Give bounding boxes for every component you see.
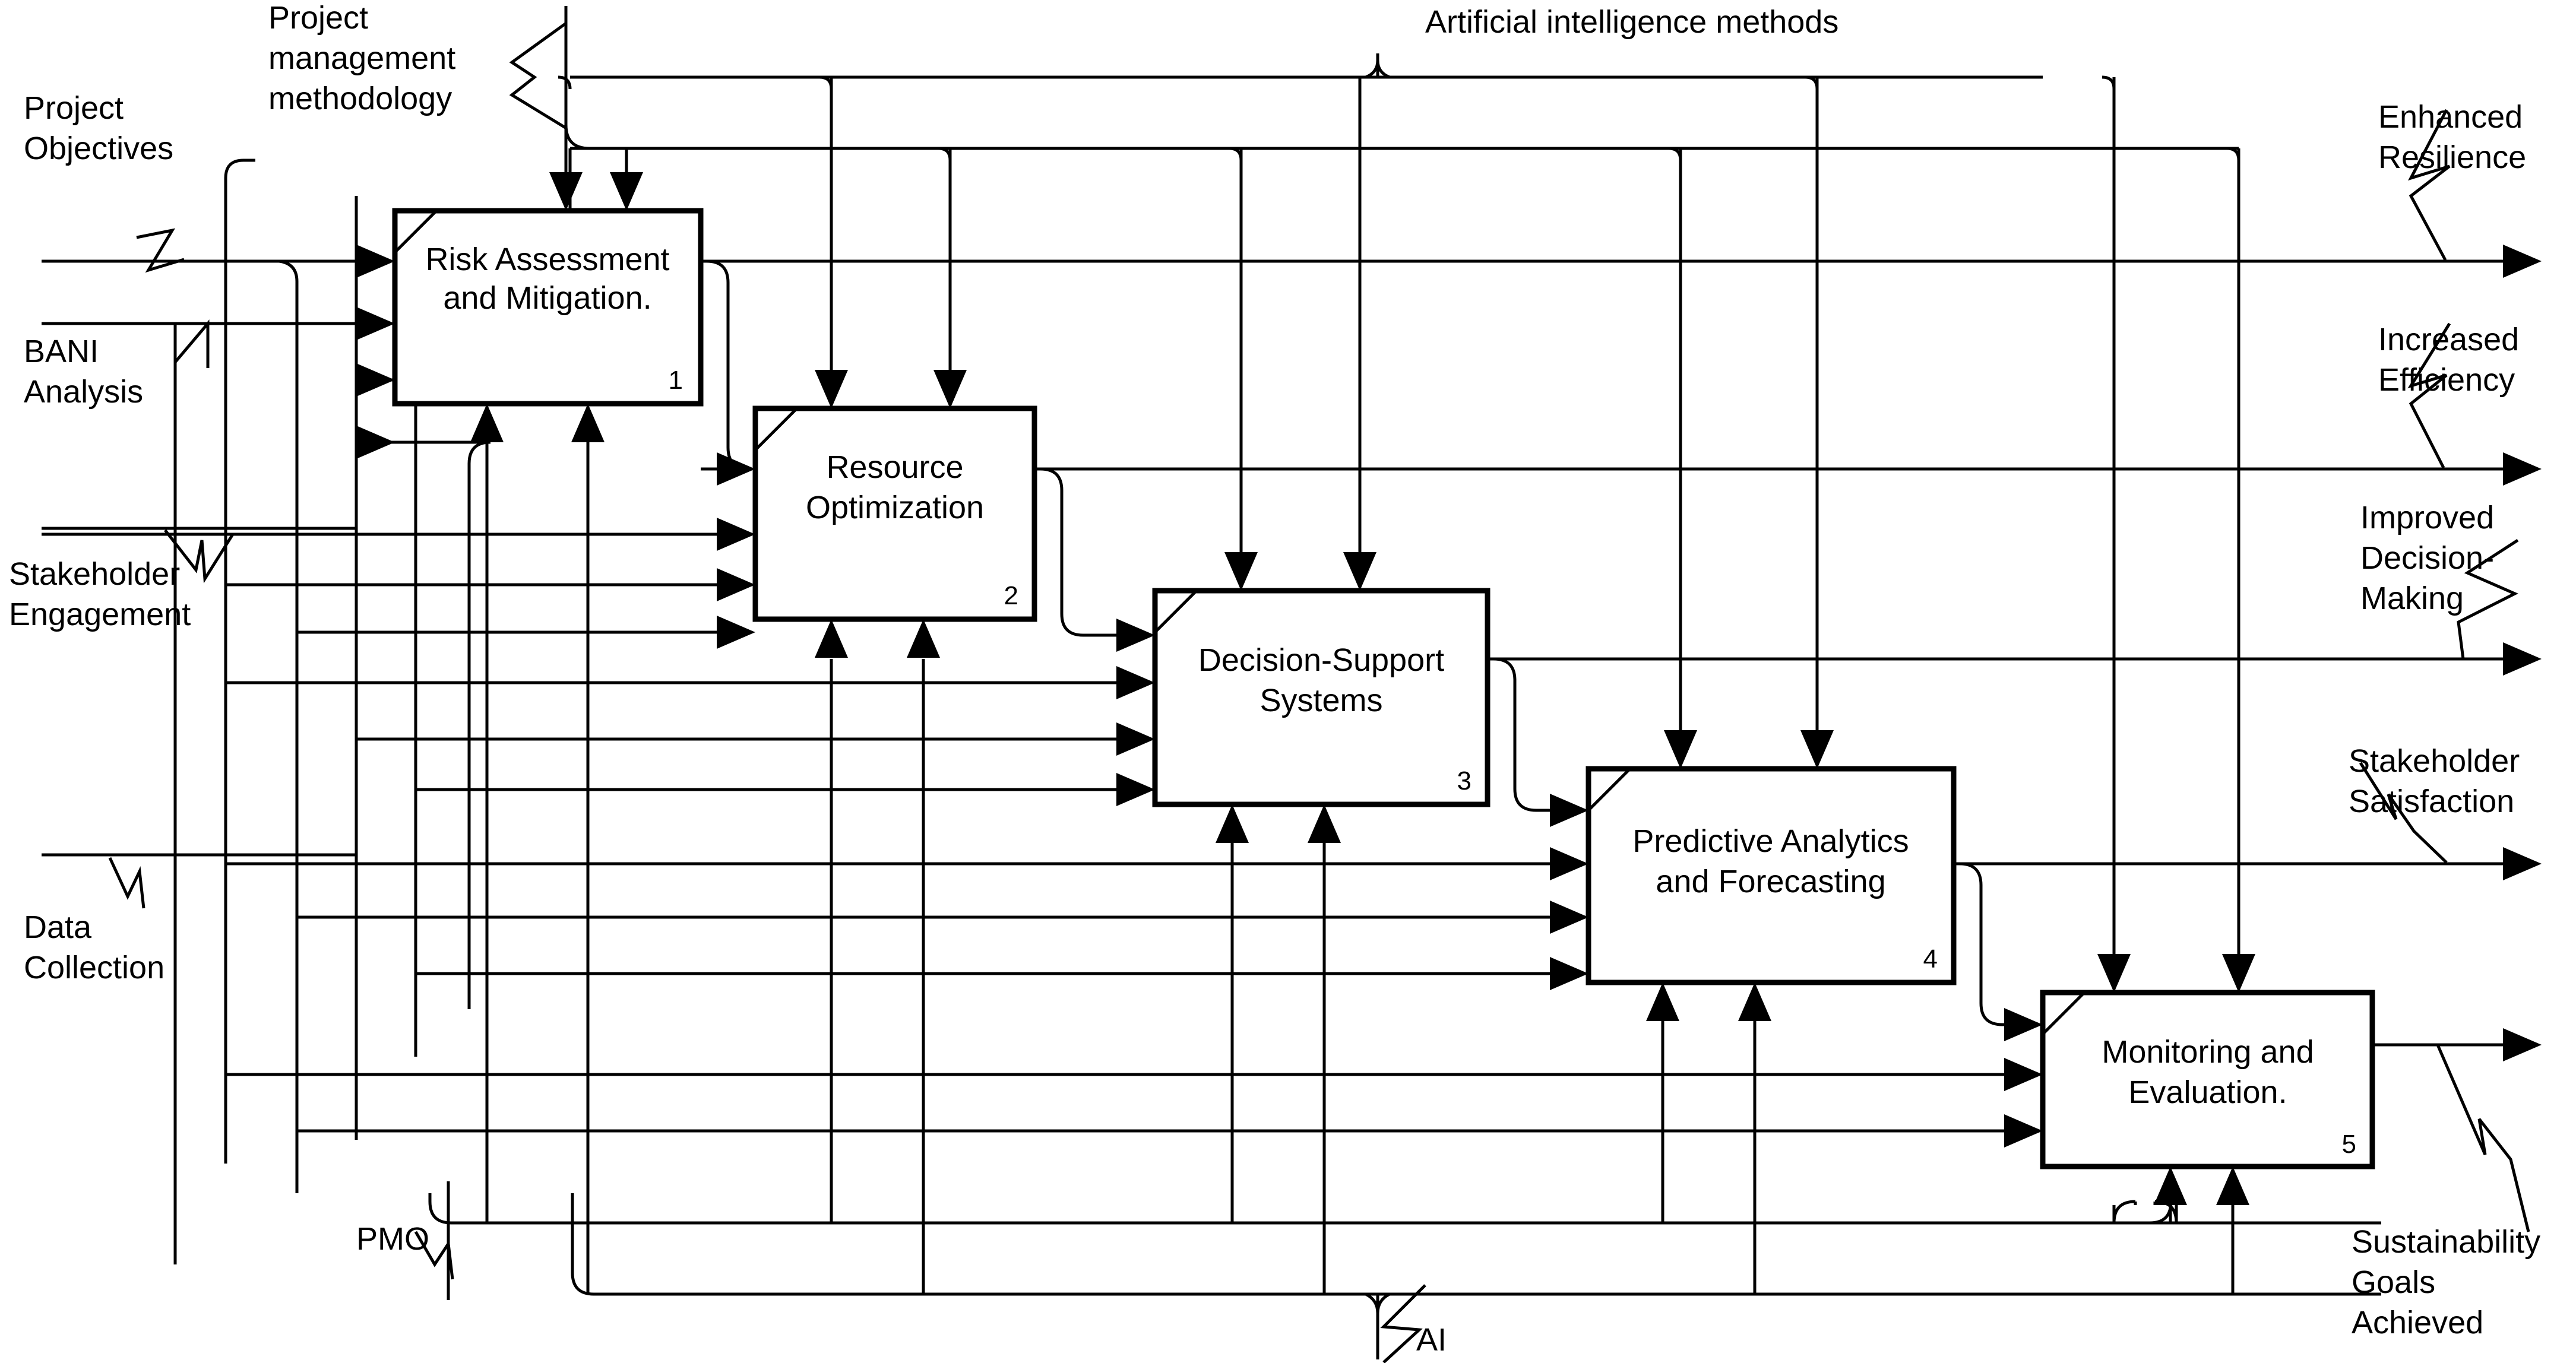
- activity-4-number: 4: [1923, 944, 1938, 974]
- activity-2-number: 2: [1004, 581, 1018, 610]
- svg-text:methodology: methodology: [268, 81, 452, 116]
- svg-text:Sustainability: Sustainability: [2352, 1224, 2540, 1260]
- svg-text:PMO: PMO: [356, 1221, 429, 1257]
- input-label-data-collection: Data Collection: [24, 909, 164, 985]
- activity-2-label-line2: Optimization: [806, 490, 984, 525]
- input-label-stakeholder-engagement: Stakeholder Engagement: [9, 556, 191, 632]
- activity-5-number: 5: [2342, 1130, 2356, 1159]
- activity-3-number: 3: [1457, 766, 1471, 795]
- tunnel-squiggle-marks: [108, 22, 2530, 1363]
- svg-text:Project: Project: [24, 90, 124, 126]
- svg-text:Analysis: Analysis: [24, 374, 143, 410]
- svg-text:Enhanced: Enhanced: [2378, 99, 2523, 135]
- svg-text:AI: AI: [1416, 1322, 1447, 1358]
- arrowheads: [356, 172, 2542, 1205]
- svg-text:Project: Project: [268, 0, 368, 36]
- output-label-improved-decision-making: Improved Decision- Making: [2360, 500, 2494, 616]
- activity-box-1[interactable]: Risk Assessment and Mitigation. 1: [392, 208, 704, 407]
- output-label-increased-efficiency: Increased Efficiency: [2378, 322, 2519, 398]
- control-label-project-management-methodology: Project management methodology: [268, 0, 455, 116]
- output-label-enhanced-resilience: Enhanced Resilience: [2378, 99, 2526, 175]
- activity-1-label-line1: Risk Assessment: [425, 242, 669, 277]
- activity-box-4[interactable]: Predictive Analytics and Forecasting 4: [1586, 766, 1957, 985]
- svg-text:Artificial intelligence method: Artificial intelligence methods: [1425, 4, 1838, 40]
- activity-3-label-line1: Decision-Support: [1198, 642, 1444, 678]
- activity-5-label-line1: Monitoring and: [2102, 1034, 2314, 1070]
- svg-text:Engagement: Engagement: [9, 597, 191, 632]
- svg-text:Collection: Collection: [24, 950, 164, 985]
- input-label-bani-analysis: BANI Analysis: [24, 334, 143, 410]
- svg-text:Increased: Increased: [2378, 322, 2519, 357]
- activity-box-5[interactable]: Monitoring and Evaluation. 5: [2040, 990, 2375, 1169]
- activity-box-2[interactable]: Resource Optimization 2: [752, 405, 1037, 622]
- svg-text:BANI: BANI: [24, 334, 99, 369]
- svg-text:Goals: Goals: [2352, 1264, 2435, 1300]
- svg-text:Efficiency: Efficiency: [2378, 362, 2515, 398]
- svg-text:Satisfaction: Satisfaction: [2349, 784, 2514, 819]
- activity-3-label-line2: Systems: [1259, 683, 1382, 718]
- input-label-project-objectives: Project Objectives: [24, 90, 173, 166]
- svg-text:Improved: Improved: [2360, 500, 2494, 535]
- activity-2-label-line1: Resource: [826, 449, 963, 485]
- mechanism-label-ai: AI: [1416, 1322, 1447, 1358]
- svg-text:Objectives: Objectives: [24, 131, 173, 166]
- activity-1-number: 1: [669, 366, 683, 395]
- activity-box-3[interactable]: Decision-Support Systems 3: [1152, 588, 1490, 807]
- svg-text:Achieved: Achieved: [2352, 1305, 2483, 1340]
- mechanism-label-pmo: PMO: [356, 1221, 429, 1257]
- svg-text:Decision-: Decision-: [2360, 540, 2494, 576]
- activity-1-label-line2: and Mitigation.: [443, 280, 651, 316]
- activity-4-label-line2: and Forecasting: [1656, 864, 1885, 899]
- output-label-sustainability-goals-achieved: Sustainability Goals Achieved: [2352, 1224, 2540, 1340]
- activity-5-label-line2: Evaluation.: [2128, 1074, 2287, 1110]
- svg-text:Making: Making: [2360, 581, 2464, 616]
- control-label-artificial-intelligence-methods: Artificial intelligence methods: [1425, 4, 1838, 40]
- activity-4-label-line1: Predictive Analytics: [1632, 823, 1909, 859]
- svg-text:Stakeholder: Stakeholder: [9, 556, 180, 592]
- svg-text:Stakeholder: Stakeholder: [2349, 743, 2520, 779]
- svg-text:management: management: [268, 40, 455, 76]
- svg-text:Resilience: Resilience: [2378, 140, 2526, 175]
- output-label-stakeholder-satisfaction: Stakeholder Satisfaction: [2349, 743, 2520, 819]
- svg-text:Data: Data: [24, 909, 92, 945]
